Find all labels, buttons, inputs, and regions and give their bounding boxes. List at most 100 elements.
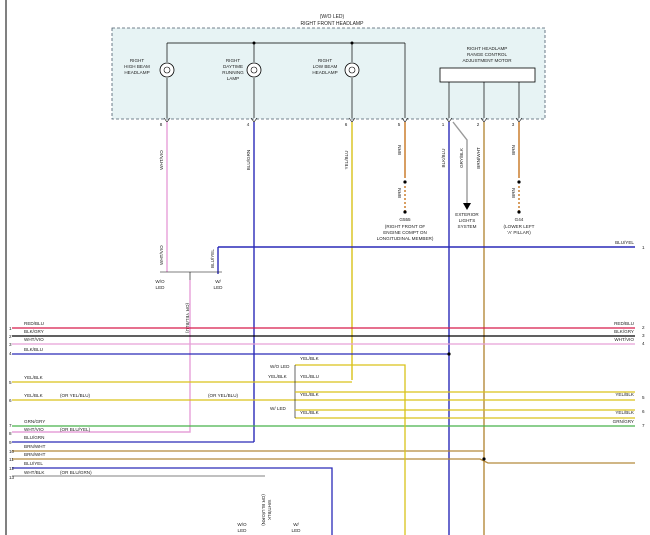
wire-label-yel-blu: YEL/BLU [344, 151, 349, 170]
left-wire-13: WHT/BLK [24, 470, 45, 475]
right-num-2: 2 [642, 325, 645, 330]
drl-lamp-icon [246, 62, 262, 78]
ground-g555: G555 [399, 217, 411, 222]
upper-w-label-2: LED [214, 285, 224, 290]
splice-dots [252, 41, 354, 45]
bottom-wo-1: W/O [237, 522, 247, 527]
upper-wo-label-2: LED [156, 285, 166, 290]
left-num-7: 7 [9, 423, 12, 428]
motor-label-3: ADJUSTMENT MOTOR [462, 58, 512, 63]
header-title: RIGHT FRONT HEADLAMP [301, 21, 365, 27]
mid-wire-3: YEL/BLK [300, 392, 320, 397]
high-beam-label-3: HEADLAMP [124, 70, 149, 75]
mid-wire-1: YEL/BLK [300, 356, 320, 361]
bottom-wht-blk: WHT/BLK [267, 500, 272, 521]
left-num-6: 6 [9, 398, 12, 403]
upper-alt-note: (OR YEL/BLU) [185, 303, 190, 334]
alt-note-blu-yel: (OR BLU/YEL) [60, 427, 91, 432]
left-wire-12: BLU/YEL [24, 461, 43, 466]
upper-w-label-1: W/ [215, 279, 221, 284]
exterior-lights-1: EXTERIOR [455, 212, 479, 217]
wire-label-brn-wht: BRN/WHT [476, 147, 481, 169]
upper-branch [12, 246, 635, 433]
wire-label-brn-3: BRN [397, 188, 402, 198]
right-wire-1: BLU/YEL [615, 240, 634, 245]
alt-note-blu-grn: (OR BLU/GRN) [60, 470, 92, 475]
pin-ground-1: 5 [398, 122, 401, 127]
upper-wht-vio-label: WHT/VIO [159, 245, 164, 265]
left-num-5: 5 [9, 380, 12, 385]
left-num-3: 3 [9, 342, 12, 347]
mid-wire-2: YEL/BLU [300, 374, 319, 379]
ground-g44-desc-2: 'A' PILLAR) [507, 230, 531, 235]
right-num-3: 3 [642, 333, 645, 338]
left-num-4: 4 [9, 351, 12, 356]
pin-motor-2: 2 [477, 122, 480, 127]
right-wire-7: GRN/GRY [613, 419, 634, 424]
splices [447, 352, 486, 461]
pin-motor-1: 1 [442, 122, 445, 127]
left-num-2: 2 [9, 334, 12, 339]
mid-w-led: W/ LED [270, 406, 287, 411]
exterior-lights-3: SYSTEM [458, 224, 477, 229]
left-wire-11: BRN/WHT [24, 452, 46, 457]
pin-drl: 4 [247, 122, 250, 127]
left-wire-2: BLK/GRY [24, 329, 44, 334]
wire-label-brn-2: BRN [511, 145, 516, 155]
low-beam-label-2: LOW BEAM [313, 64, 338, 69]
pin-high-beam: 8 [160, 122, 163, 127]
exterior-lights-2: LIGHTS [459, 218, 476, 223]
right-num-6: 6 [642, 409, 645, 414]
left-wire-9: BLU/GRN [24, 435, 44, 440]
bottom-alt-note: (OR BLU/GRN) [261, 494, 266, 526]
wire-label-blu-grn: BLU/GRN [246, 150, 251, 170]
mid-wire-4: YEL/BLK [300, 410, 320, 415]
wire-label-gry-blk: GRY/BLK [459, 147, 464, 168]
ground-g44-desc-1: (LOWER LEFT [504, 224, 535, 229]
leveling-motor-box [439, 67, 536, 83]
left-wire-3: WHT/VIO [24, 337, 44, 342]
left-num-13: 13 [9, 475, 15, 480]
pin-low-beam: 6 [345, 122, 348, 127]
right-wire-3: BLK/GRY [614, 329, 634, 334]
middle-branch-wires [294, 364, 635, 535]
bottom-w-1: W/ [293, 522, 299, 527]
right-num-4: 4 [642, 341, 645, 346]
mid-wire-5: YEL/BLK [268, 374, 288, 379]
motor-label-1: RIGHT HEADLAMP [467, 46, 508, 51]
low-beam-label-1: RIGHT [318, 58, 332, 63]
high-beam-label-1: RIGHT [130, 58, 144, 63]
drl-label-2: DAYTIME [223, 64, 243, 69]
pin-motor-3: 3 [512, 122, 515, 127]
right-num-1: 1 [642, 245, 645, 250]
wire-label-brn-1: BRN [397, 145, 402, 155]
upper-wo-label-1: W/O [155, 279, 165, 284]
right-wire-5: YEL/BLK [615, 392, 635, 397]
wire-label-wht-vio: WHT/VIO [159, 150, 164, 170]
right-wire-6: YEL/BLK [615, 410, 635, 415]
motor-label-2: RANGE CONTROL [467, 52, 508, 57]
mid-wo-led: W/O LED [270, 364, 290, 369]
bottom-w-2: LED [292, 528, 302, 533]
led-branch-bracket [160, 271, 222, 280]
exterior-lights-arrow-icon [463, 203, 471, 210]
header-variant: (W/O LED) [320, 14, 345, 20]
low-beam-lamp-icon [344, 62, 360, 78]
left-wire-8: WHT/VIO [24, 427, 44, 432]
right-num-7: 7 [642, 423, 645, 428]
high-beam-lamp-icon [159, 62, 175, 78]
left-wire-4: BLK/BLU [24, 347, 43, 352]
alt-note-yel-blu-1: (OR YEL/BLU) [60, 393, 91, 398]
ground-g555-desc-3: LONGITUDINAL MEMBER) [377, 236, 434, 241]
left-wire-6: YEL/BLK [24, 393, 44, 398]
left-num-12: 12 [9, 466, 15, 471]
ground-g555-desc-1: (RIGHT FRONT OF [385, 224, 426, 229]
left-wire-1: RED/BLU [24, 321, 44, 326]
ground-g555-desc-2: ENGINE COMPT ON [383, 230, 427, 235]
alt-note-yel-blu-2: (OR YEL/BLU) [208, 393, 239, 398]
wire-label-blk-blu: BLK/BLU [441, 149, 446, 168]
left-num-10: 10 [9, 449, 15, 454]
wire-label-brn-4: BRN [511, 188, 516, 198]
connector-dots [403, 180, 521, 214]
